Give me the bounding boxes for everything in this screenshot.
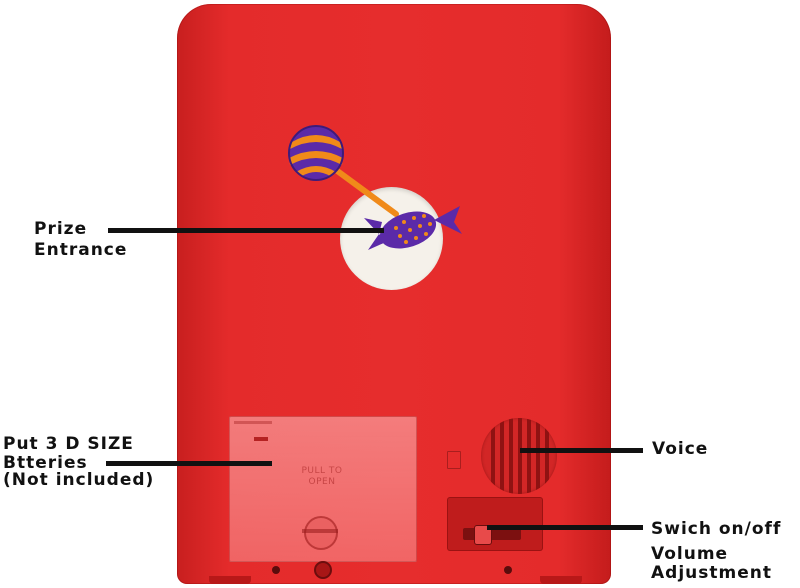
speaker-grille [481, 418, 557, 494]
screw [272, 566, 280, 574]
power-volume-switch[interactable] [474, 525, 492, 545]
voice-leader-line [520, 448, 643, 453]
door-indicator-mark [254, 437, 268, 441]
voice-label: Voice [652, 439, 709, 459]
switch-panel [447, 497, 543, 551]
center-screw [314, 561, 332, 579]
switch-leader-line [487, 525, 643, 530]
prize-label-line1: Prize [34, 219, 88, 239]
switch-label-line2: Volume [651, 544, 729, 564]
candy-graphic [288, 125, 462, 250]
door-latch[interactable] [304, 516, 338, 550]
door-small-print [234, 421, 272, 424]
device-foot-right [540, 576, 582, 584]
door-pull-text: PULL TO OPEN [301, 466, 343, 487]
battery-label-line3: (Not included) [3, 470, 155, 490]
prize-leader-line [108, 228, 384, 233]
door-latch-bar [302, 529, 338, 533]
battery-leader-line [106, 461, 272, 466]
device-foot-left [209, 576, 251, 584]
recycle-icon [447, 451, 461, 469]
prize-label-line2: Entrance [34, 240, 128, 260]
switch-label-line1: Swich on/off [651, 519, 782, 539]
screw [504, 566, 512, 574]
lollipop-icon [288, 125, 399, 217]
switch-label-line3: Adjustment [651, 563, 772, 583]
battery-label-line2: Btteries [3, 453, 88, 473]
battery-label-line1: Put 3 D SIZE [3, 434, 134, 454]
